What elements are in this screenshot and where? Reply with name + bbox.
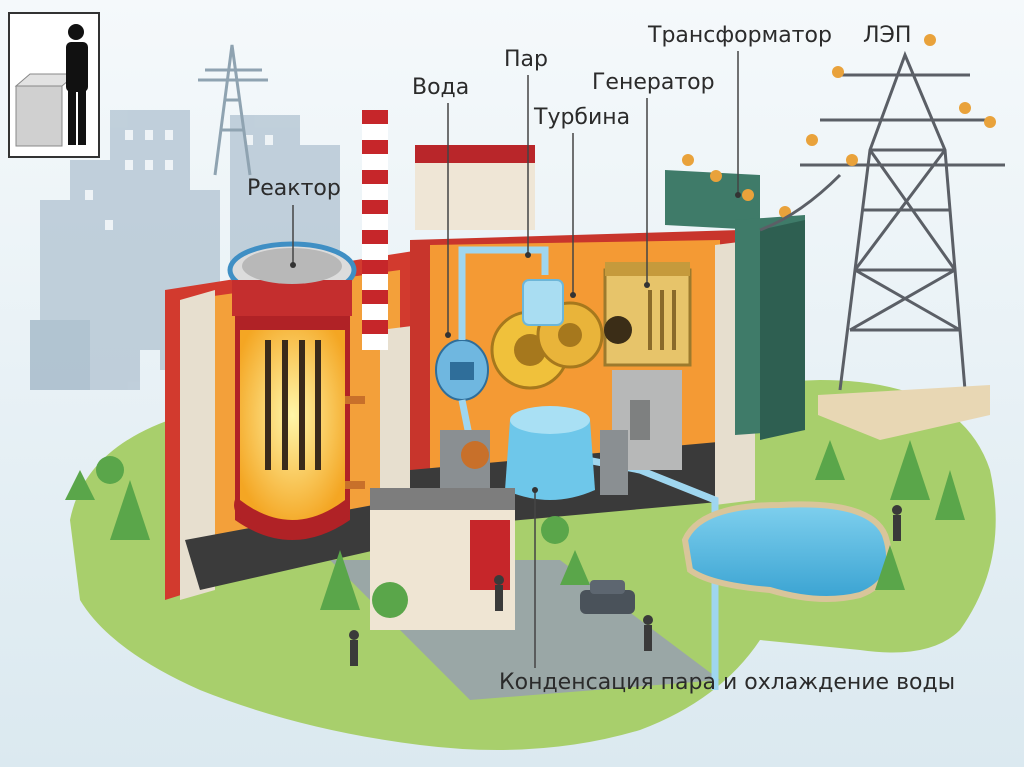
label-power-line: ЛЭП (863, 25, 911, 47)
label-generator: Генератор (592, 72, 715, 94)
reactor (230, 244, 365, 540)
label-transformer: Трансформатор (648, 25, 832, 47)
label-steam: Пар (504, 49, 548, 71)
label-condensation: Конденсация пара и охлаждение воды (499, 672, 955, 694)
label-turbine: Турбина (534, 107, 630, 129)
person-and-box-icon (10, 14, 98, 156)
condenser (505, 406, 595, 500)
label-reactor: Реактор (247, 178, 341, 200)
steam-generator (436, 340, 488, 400)
chimney (362, 110, 388, 350)
scale-reference-box (8, 12, 100, 158)
label-water: Вода (412, 77, 469, 99)
